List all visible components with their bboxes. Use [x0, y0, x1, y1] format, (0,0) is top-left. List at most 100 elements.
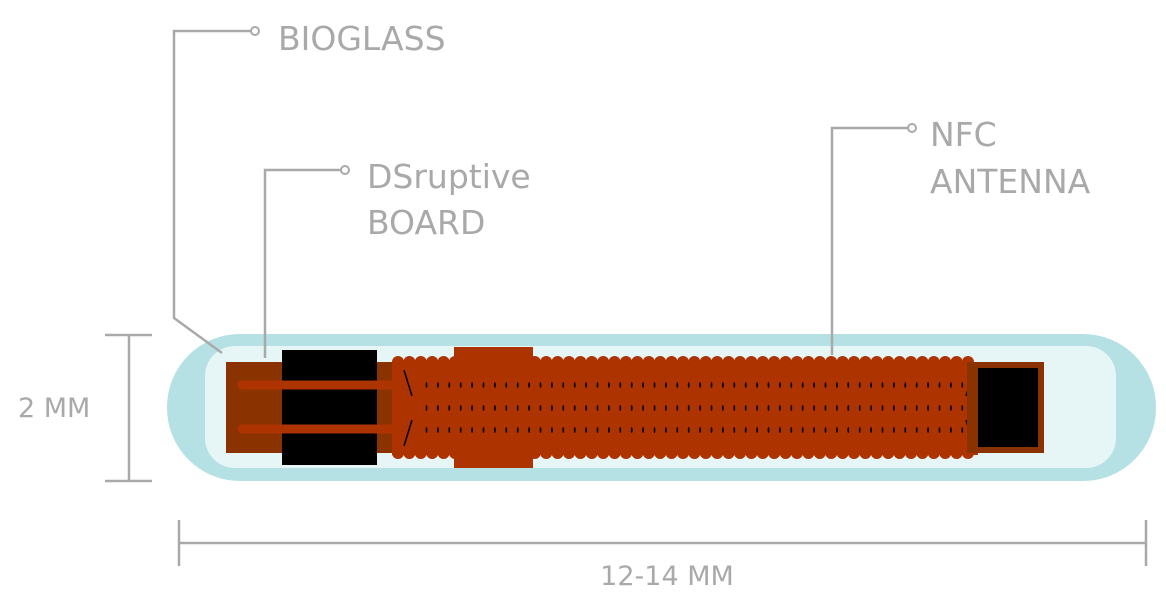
- coil-gap: [813, 427, 815, 433]
- coil-gap: [790, 405, 793, 411]
- coil-turn: [563, 447, 575, 459]
- coil-gap: [699, 427, 701, 433]
- coil-gap: [573, 405, 576, 411]
- coil-body: [392, 362, 978, 455]
- coil-gap: [619, 427, 622, 433]
- coil-gap: [608, 405, 610, 411]
- coil-gap: [608, 382, 610, 388]
- coil-gap: [665, 427, 667, 433]
- coil-turn: [916, 447, 929, 459]
- coil-turn: [859, 356, 872, 368]
- coil-gap: [847, 382, 850, 388]
- coil-turn: [916, 356, 929, 368]
- coil-turn: [506, 447, 518, 459]
- antenna-end-chip: [978, 368, 1038, 447]
- coil-gap: [881, 427, 884, 433]
- coil-gap: [767, 405, 770, 411]
- coil-gap: [494, 405, 496, 411]
- coil-gap: [733, 382, 736, 388]
- coil-gap: [915, 382, 918, 388]
- coil-turn: [437, 447, 450, 459]
- coil-turn: [665, 447, 678, 459]
- coil-turn: [585, 447, 598, 459]
- coil-gap: [699, 405, 701, 411]
- coil-gap: [494, 382, 496, 388]
- coil-gap: [585, 382, 587, 388]
- coil-gap: [927, 405, 929, 411]
- coil-gap: [870, 405, 872, 411]
- coil-gap: [756, 405, 758, 411]
- coil-turn: [813, 356, 826, 368]
- coil-turn: [551, 356, 564, 368]
- antenna-label-line1: NFC: [930, 115, 997, 154]
- coil-turn: [460, 356, 473, 368]
- coil-turn: [631, 356, 644, 368]
- coil-gap: [836, 427, 838, 433]
- coil-gap: [710, 427, 713, 433]
- coil-turn: [802, 447, 815, 459]
- coil-gap: [687, 405, 690, 411]
- coil-gap: [801, 405, 804, 411]
- coil-gap: [870, 382, 872, 388]
- coil-turn: [631, 447, 644, 459]
- coil-gap: [459, 382, 462, 388]
- coil-gap: [437, 427, 439, 433]
- coil-turn: [517, 447, 530, 459]
- coil-gap: [676, 382, 679, 388]
- coil-turn: [870, 356, 883, 368]
- coil-gap: [562, 405, 565, 411]
- coil-turn: [597, 447, 610, 459]
- coil-turn: [654, 356, 667, 368]
- board-label-line2: BOARD: [367, 203, 485, 242]
- coil-gap: [938, 427, 941, 433]
- coil-turn: [722, 447, 735, 459]
- coil-gap: [471, 427, 473, 433]
- bioglass-label: BIOGLASS: [278, 19, 446, 58]
- coil-gap: [836, 405, 838, 411]
- coil-turn: [574, 356, 587, 368]
- coil-gap: [961, 427, 964, 433]
- coil-turn: [791, 447, 803, 459]
- coil-turn: [403, 447, 416, 459]
- coil-turn: [677, 447, 689, 459]
- coil-turn: [950, 447, 963, 459]
- coil-gap: [505, 382, 508, 388]
- coil-turn: [540, 447, 553, 459]
- coil-gap: [448, 405, 451, 411]
- coil-gap: [653, 382, 656, 388]
- coil-turn: [939, 356, 952, 368]
- coil-turn: [745, 447, 758, 459]
- coil-gap: [459, 427, 462, 433]
- coil-gap: [676, 405, 679, 411]
- coil-gap: [562, 382, 565, 388]
- coil-turn: [950, 356, 963, 368]
- coil-gap: [767, 427, 770, 433]
- antenna-leader-dot: [907, 123, 917, 133]
- coil-gap: [437, 405, 439, 411]
- coil-gap: [938, 405, 941, 411]
- coil-gap: [482, 405, 485, 411]
- coil-gap: [448, 427, 451, 433]
- coil-gap: [744, 382, 747, 388]
- coil-turn: [882, 356, 895, 368]
- coil-turn: [426, 447, 439, 459]
- coil-gap: [870, 427, 872, 433]
- coil-gap: [539, 405, 542, 411]
- antenna-leader: [830, 126, 909, 355]
- coil-turn: [848, 447, 860, 459]
- coil-gap: [893, 427, 895, 433]
- coil-gap: [790, 382, 793, 388]
- length-dimension: [177, 520, 1148, 566]
- coil-gap: [858, 382, 861, 388]
- coil-lead-wire: [403, 419, 413, 447]
- coil-gap: [801, 427, 804, 433]
- coil-turn: [893, 356, 906, 368]
- coil-turn: [517, 356, 530, 368]
- coil-gap: [733, 427, 736, 433]
- coil-turn: [414, 356, 427, 368]
- antenna-label-line2: ANTENNA: [930, 162, 1091, 201]
- coil-turn: [802, 356, 815, 368]
- coil-gap: [562, 427, 565, 433]
- coil-turn: [608, 356, 621, 368]
